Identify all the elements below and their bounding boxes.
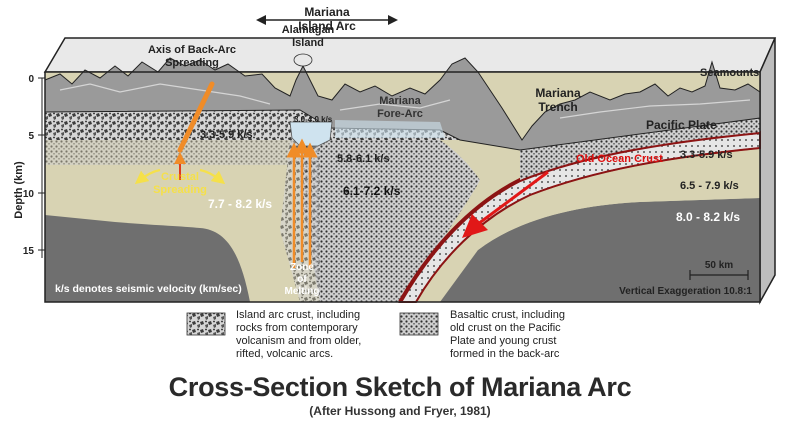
mantle-dark-slab [440,198,760,302]
magma-chamber [289,121,333,147]
region-label-line2: Island Arc [298,19,356,33]
subduction-arrow [477,170,549,226]
velocity-3-3-5-9-left: 3.3-5.9 k/s [200,129,253,141]
region-label-line1: Mariana [304,5,350,19]
diagram-title: Cross-Section Sketch of Mariana Arc [168,372,632,402]
tick-label-15: 15 [23,246,35,257]
pacific-mantle-band [470,168,760,250]
legend-basaltic-text: Basaltic crust, including old crust on t… [450,309,565,361]
old-ocean-crust-label: Old Ocean Crust [576,153,663,165]
fore-arc-label-line1: Mariana [379,95,421,107]
trench-label-line2: Trench [538,100,577,114]
region-arrow-left-head [256,15,266,25]
legend-island-arc-line: volcanism and from older, [236,335,362,347]
zone-melting-line1: Zone [290,262,314,273]
legend-basaltic-line: Plate and young crust [450,335,557,347]
diagram-subtitle: (After Hussong and Fryer, 1981) [309,404,491,418]
tick-label-10: 10 [23,189,35,200]
back-arc-label-line2: Spreading [165,57,219,69]
legend-swatch-basaltic [399,312,439,336]
crustal-spreading-arrow-left [134,168,161,185]
seamounts-label: Seamounts [700,67,759,79]
vertical-exaggeration-note: Vertical Exaggeration 10.8:1 [619,286,752,297]
tick-label-5: 5 [28,131,34,142]
fore-arc-sediment [335,120,445,138]
trench-label-line1: Mariana [535,86,581,100]
depth-axis-label: Depth (km) [13,161,25,219]
back-arc-label-line1: Axis of Back-Arc [148,44,236,56]
legend-island-arc-line: rocks from contemporary [236,322,358,334]
pacific-plate-label: Pacific Plate [646,118,717,132]
volcano-plume [293,53,313,67]
mantle-dark-left [45,215,250,302]
crustal-spreading-arrow-right [199,168,226,185]
legend-basaltic-line: Basaltic crust, including [450,309,565,321]
legend-island-arc-line: Island arc crust, including [236,309,361,321]
legend-island-arc-text: Island arc crust, including rocks from c… [236,309,361,361]
velocity-3-3-5-9-right: 3.3-5.9 k/s [680,149,733,161]
region-arrow-right-head [388,15,398,25]
subduction-arrowhead [462,214,488,238]
scale-bar-label: 50 km [705,260,733,271]
basaltic-crust-band [45,140,300,165]
fore-arc-label-line2: Fore-Arc [377,108,423,120]
crustal-spreading-line2: Spreading [153,184,207,196]
alamagan-label-line2: Island [292,37,324,49]
back-arc-axis-line [177,81,215,153]
seismic-note: k/s denotes seismic velocity (km/sec) [55,283,242,295]
velocity-8-0-8-2: 8.0 - 8.2 k/s [676,210,740,224]
block-front-outline [44,71,761,303]
legend-swatch-island-arc [186,312,226,336]
pacific-crust [520,118,760,180]
legend-island-arc-line: rifted, volcanic arcs. [236,348,334,360]
surface-highlights [59,83,751,119]
velocity-5-8-6-1: 5.8-6.1 k/s [337,153,390,165]
velocity-6-5-7-9: 6.5 - 7.9 k/s [680,180,739,192]
zone-melting-line3: Melting [285,286,320,297]
block-right-face [759,37,776,305]
basaltic-crust-wedge [300,140,480,302]
velocity-3-0-4-0: 3.0-4.0 k/s [294,115,333,124]
alamagan-label-line1: Alamagan [282,24,335,36]
zone-melting-line2: of [297,274,307,285]
tick-label-0: 0 [28,74,34,85]
legend-basaltic-line: formed in the back-arc [450,348,560,360]
surface-topography [44,57,761,151]
velocity-7-7-8-2: 7.7 - 8.2 k/s [208,197,272,211]
crustal-spreading-line1: Crustal [161,171,199,183]
legend-basaltic-line: old crust on the Pacific [450,322,561,334]
slab-bottom-line [415,147,761,303]
velocity-6-1-7-2: 6.1-7.2 k/s [343,184,401,198]
